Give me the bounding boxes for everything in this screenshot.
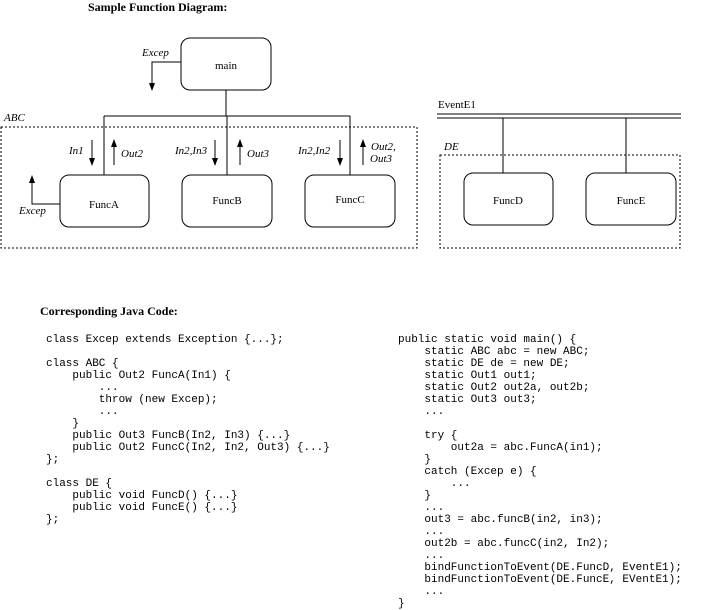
funcd-label: FuncD	[493, 195, 523, 207]
code-line: static Out1 out1;	[398, 370, 537, 382]
code-line: bindFunctionToEvent(DE.FuncD, EventE1);	[398, 562, 682, 574]
funca-out-arrowhead	[111, 139, 117, 147]
code-title: Corresponding Java Code:	[40, 304, 178, 318]
code-line: try {	[398, 430, 458, 442]
main-exception-connector	[151, 61, 181, 84]
funcc-out-arrowhead	[360, 139, 366, 147]
main-exception-label: Excep	[141, 47, 169, 59]
funca-out-label: Out2	[121, 148, 144, 160]
code-line: }	[398, 454, 432, 466]
funcc-in-label: In2,In2	[297, 145, 331, 157]
funcd-box	[463, 172, 554, 226]
code-line: class Excep extends Exception {...};	[46, 334, 284, 346]
group-de-label: DE	[443, 141, 459, 153]
code-block-classes: class Excep extends Exception {...}; clas…	[46, 334, 330, 526]
code-line: static Out2 out2a, out2b;	[398, 382, 590, 394]
code-line: public Out2 FuncA(In1) {	[46, 370, 231, 382]
code-line: ...	[398, 478, 471, 490]
code-line: public Out2 FuncC(In2, In2, Out3) {...}	[46, 442, 330, 454]
event-label: EventE1	[438, 99, 476, 111]
code-line: public void FuncE() {...}	[46, 502, 238, 514]
code-line: ...	[46, 382, 119, 394]
funcb-in-label: In2,In3	[174, 145, 208, 157]
funcb-box	[181, 174, 273, 228]
code-line: ...	[398, 550, 445, 562]
code-block-main: public static void main() { static ABC a…	[398, 334, 682, 610]
funcb-in-arrowhead	[212, 158, 218, 166]
code-line: ...	[398, 526, 445, 538]
funca-in-label: In1	[68, 145, 84, 157]
code-line	[46, 346, 330, 358]
code-line: public static void main() {	[398, 334, 577, 346]
code-line: class DE {	[46, 478, 113, 490]
code-line: ...	[398, 502, 445, 514]
code-line: static Out3 out3;	[398, 394, 537, 406]
funcc-label: FuncC	[335, 194, 364, 206]
code-line: static DE de = new DE;	[398, 358, 570, 370]
code-line: };	[46, 454, 60, 466]
funcc-out-label-2: Out3	[370, 153, 393, 165]
function-diagram: main Excep FuncA In1 Out2 Excep FuncB In…	[0, 37, 681, 249]
code-line: out2b = abc.funcC(in2, In2);	[398, 538, 610, 550]
group-abc-box	[0, 126, 418, 249]
funce-box	[585, 172, 677, 226]
funca-exception-arrowhead	[29, 175, 35, 183]
funcb-out-arrowhead	[237, 139, 243, 147]
code-line: public Out3 FuncB(In2, In3) {...}	[46, 430, 291, 442]
group-de-box	[439, 154, 681, 249]
code-line: out3 = abc.funcB(in2, in3);	[398, 514, 603, 526]
code-line: public void FuncD() {...}	[46, 490, 238, 502]
main-exception-arrowhead	[149, 83, 155, 91]
funce-label: FuncE	[617, 195, 646, 207]
code-line: }	[46, 418, 80, 430]
funca-exception-connector	[31, 182, 60, 205]
code-line	[398, 418, 682, 430]
code-line: bindFunctionToEvent(DE.FuncE, EVentE1);	[398, 574, 682, 586]
funcb-label: FuncB	[212, 195, 241, 207]
funca-label: FuncA	[89, 199, 119, 211]
code-line	[46, 466, 330, 478]
code-line: }	[398, 598, 405, 610]
code-line: }	[398, 490, 432, 502]
funcb-out-label: Out3	[247, 148, 270, 160]
code-line: ...	[398, 586, 445, 598]
code-line: throw (new Excep);	[46, 394, 218, 406]
code-line: ...	[398, 406, 445, 418]
funca-in-arrowhead	[89, 158, 95, 166]
code-line: };	[46, 514, 60, 526]
diagram-title: Sample Function Diagram:	[88, 0, 228, 14]
funcc-box	[304, 174, 396, 228]
code-line: class ABC {	[46, 358, 119, 370]
funcc-out-label-1: Out2,	[371, 141, 396, 153]
funca-exception-label: Excep	[18, 205, 46, 217]
funcc-in-arrowhead	[337, 158, 343, 166]
code-line: static ABC abc = new ABC;	[398, 346, 590, 358]
main-label: main	[215, 60, 237, 72]
funca-box	[59, 174, 150, 228]
code-line: out2a = abc.FuncA(in1);	[398, 442, 603, 454]
group-abc-label: ABC	[3, 112, 25, 124]
code-line: ...	[46, 406, 119, 418]
code-line: catch (Excep e) {	[398, 466, 537, 478]
